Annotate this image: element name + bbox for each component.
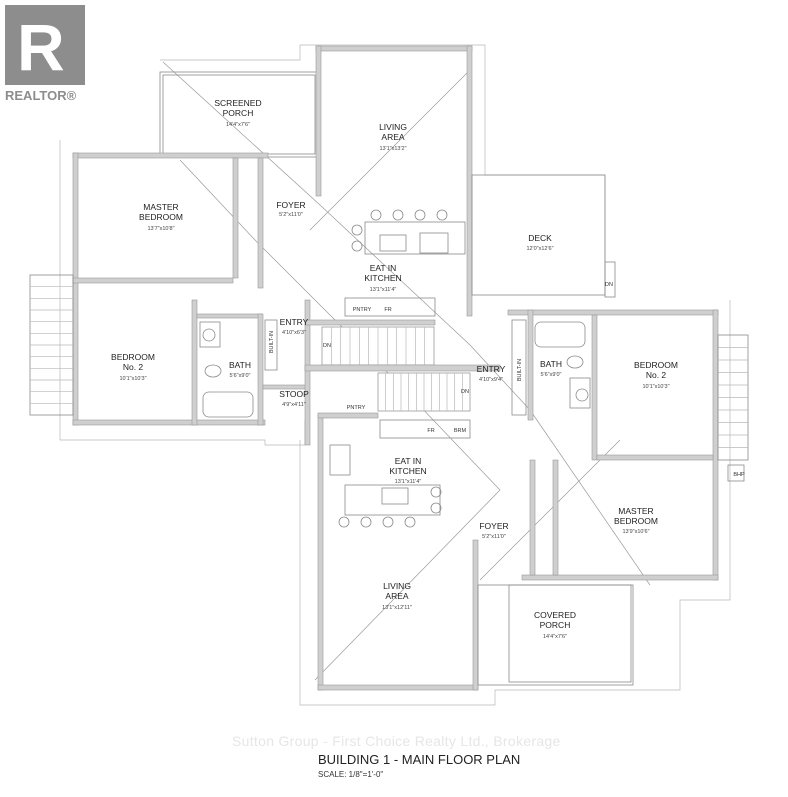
room-dims: 4'10"x6'3" [282, 330, 306, 336]
room-name: AREA [381, 132, 404, 142]
room-name: COVERED [534, 610, 576, 620]
room-name: DECK [528, 233, 552, 243]
room-name: BEDROOM [111, 352, 155, 362]
room-bath-right: BATH 5'6"x9'0" [540, 359, 562, 378]
fridge-label: FR [427, 428, 434, 434]
room-name: BEDROOM [614, 516, 658, 526]
lower-bath-fixtures [534, 321, 591, 409]
built-in-label: BUILT-IN [517, 359, 523, 381]
built-in-label: BUILT-IN [269, 331, 275, 353]
pantry-label: PNTRY [347, 405, 366, 411]
right-exterior-stairs [717, 334, 749, 482]
room-foyer-upper: FOYER 5'2"x11'0" [276, 200, 305, 218]
lower-kitchen-island [329, 419, 471, 528]
room-entry-upper: ENTRY 4'10"x6'3" [280, 317, 309, 336]
room-entry-lower: ENTRY 4'10"x9'4" [477, 364, 506, 383]
pantry-label: PNTRY [353, 307, 372, 313]
room-dims: 10'1"x10'3" [119, 376, 146, 382]
room-bedroom-2-left: BEDROOM No. 2 10'1"x10'3" [111, 352, 155, 382]
room-name: STOOP [279, 389, 309, 399]
room-stoop: STOOP 4'9"x4'11" [279, 389, 309, 408]
room-kitchen-lower: EAT IN KITCHEN 13'1"x11'4" [389, 456, 426, 485]
room-name: KITCHEN [389, 466, 426, 476]
room-dims: 12'0"x12'6" [526, 246, 553, 252]
room-covered-porch: COVERED PORCH 14'4"x7'6" [534, 610, 576, 640]
room-dims: 10'1"x10'3" [642, 384, 669, 390]
room-dims: 5'6"x9'0" [230, 373, 251, 379]
room-name: ENTRY [477, 364, 506, 374]
room-dims: 5'6"x9'0" [541, 372, 562, 378]
room-name: PORCH [540, 620, 571, 630]
room-dims: 5'2"x11'0" [279, 212, 303, 218]
room-dims: 5'2"x11'0" [482, 534, 506, 540]
room-name: KITCHEN [364, 273, 401, 283]
room-screened-porch: SCREENED PORCH 14'4"x7'6" [214, 98, 261, 128]
bhp-label: BHP [733, 472, 745, 478]
room-name: EAT IN [370, 263, 397, 273]
realtor-logo: R REALTOR® [5, 5, 85, 103]
room-name: BATH [540, 359, 562, 369]
room-name: MASTER [143, 202, 178, 212]
deck [471, 174, 616, 298]
stair-down-label: DN [323, 343, 331, 349]
room-kitchen-upper: EAT IN KITCHEN 13'1"x11'4" [364, 263, 401, 293]
room-dims: 13'1"x13'2" [379, 146, 406, 152]
room-name: BEDROOM [139, 212, 183, 222]
room-master-bedroom-upper: MASTER BEDROOM 13'7"x10'8" [139, 202, 183, 232]
lower-unit-walls [317, 309, 719, 691]
room-living-area-upper: LIVING AREA 13'1"x13'2" [379, 122, 407, 152]
realtor-logo-letter: R [17, 10, 65, 84]
room-name: LIVING [383, 581, 411, 591]
room-name: PORCH [223, 108, 254, 118]
room-name: FOYER [276, 200, 305, 210]
watermark: Sutton Group - First Choice Realty Ltd.,… [232, 733, 561, 749]
room-name: SCREENED [214, 98, 261, 108]
room-dims: 4'10"x9'4" [479, 377, 503, 383]
stair-down-label: DN [461, 389, 469, 395]
room-dims: 13'1"x12'11" [382, 605, 412, 611]
room-name: ENTRY [280, 317, 309, 327]
room-labels: SCREENED PORCH 14'4"x7'6" LIVING AREA 13… [111, 98, 745, 640]
room-deck: DECK 12'0"x12'6" [526, 233, 553, 252]
room-name: BEDROOM [634, 360, 678, 370]
room-dims: 13'1"x11'4" [395, 479, 422, 485]
room-name: No. 2 [123, 362, 144, 372]
room-name: FOYER [479, 521, 508, 531]
stairs [304, 319, 501, 691]
fridge-label: FR [384, 307, 391, 313]
room-dims: 13'7"x10'8" [147, 226, 174, 232]
room-foyer-lower: FOYER 5'2"x11'0" [479, 521, 508, 540]
room-name: MASTER [618, 506, 653, 516]
brm-label: BRM [454, 428, 467, 434]
room-dims: 4'9"x4'11" [282, 402, 306, 408]
plan-title: BUILDING 1 - MAIN FLOOR PLAN [318, 752, 521, 767]
room-name: LIVING [379, 122, 407, 132]
room-name: AREA [385, 591, 408, 601]
left-exterior-stairs [29, 274, 74, 416]
room-dims: 14'4"x7'6" [226, 122, 250, 128]
plan-scale: SCALE: 1/8"=1'-0" [318, 770, 384, 779]
room-living-area-lower: LIVING AREA 13'1"x12'11" [382, 581, 412, 611]
room-dims: 13'1"x11'4" [370, 287, 397, 293]
room-name: BATH [229, 360, 251, 370]
room-dims: 13'9"x10'6" [622, 529, 649, 535]
stair-down-label: DN [605, 282, 613, 288]
room-name: No. 2 [646, 370, 667, 380]
room-name: EAT IN [395, 456, 422, 466]
upper-bath-fixtures [199, 319, 278, 418]
room-master-bedroom-lower: MASTER BEDROOM 13'9"x10'6" [614, 506, 658, 535]
realtor-logo-text: REALTOR® [5, 88, 77, 103]
room-bedroom-2-right: BEDROOM No. 2 10'1"x10'3" [634, 360, 678, 390]
upper-kitchen-island [344, 209, 466, 317]
room-bath-left: BATH 5'6"x9'0" [229, 360, 251, 379]
covered-porch [477, 584, 634, 686]
room-dims: 14'4"x7'6" [543, 634, 567, 640]
